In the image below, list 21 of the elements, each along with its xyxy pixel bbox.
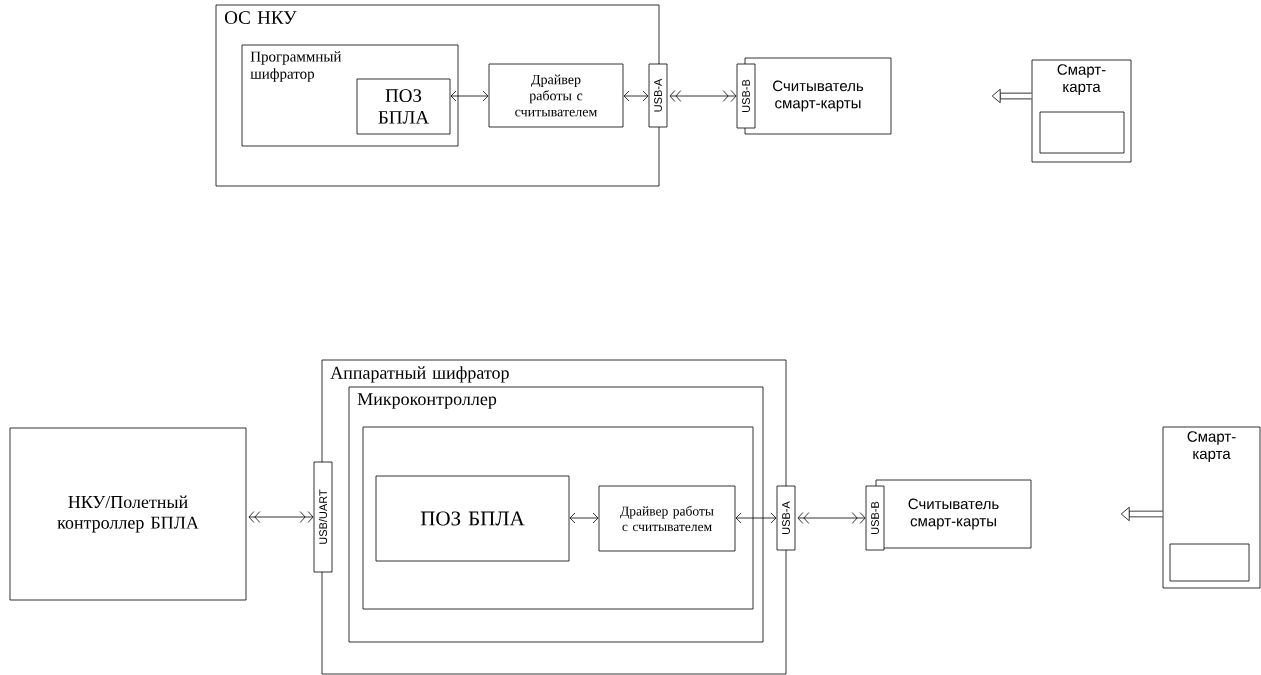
arrow xyxy=(669,90,737,102)
arrow xyxy=(450,90,489,102)
process-box: ПОЗ БПЛА xyxy=(375,475,570,562)
port-box: USB-B xyxy=(865,485,885,551)
chip-box xyxy=(1039,111,1125,154)
arrow xyxy=(1120,506,1163,522)
port-box: USB-B xyxy=(736,63,756,129)
arrow xyxy=(797,512,866,524)
process-box: Драйвер работы с считывателем xyxy=(598,485,736,552)
arrow xyxy=(735,512,777,524)
device-box: НКУ/Полетный контроллер БПЛА xyxy=(9,427,247,601)
arrow xyxy=(623,90,649,102)
arrow xyxy=(248,511,314,523)
port-box: USB-A xyxy=(648,63,668,128)
port-box: USB-A xyxy=(776,485,796,551)
arrow xyxy=(991,88,1032,104)
arrow xyxy=(569,512,599,524)
chip-box xyxy=(1169,543,1250,582)
process-box: Драйвер работы с считывателем xyxy=(488,63,624,128)
port-box: USB/UART xyxy=(313,461,333,573)
process-box: ПОЗ БПЛА xyxy=(356,78,451,135)
